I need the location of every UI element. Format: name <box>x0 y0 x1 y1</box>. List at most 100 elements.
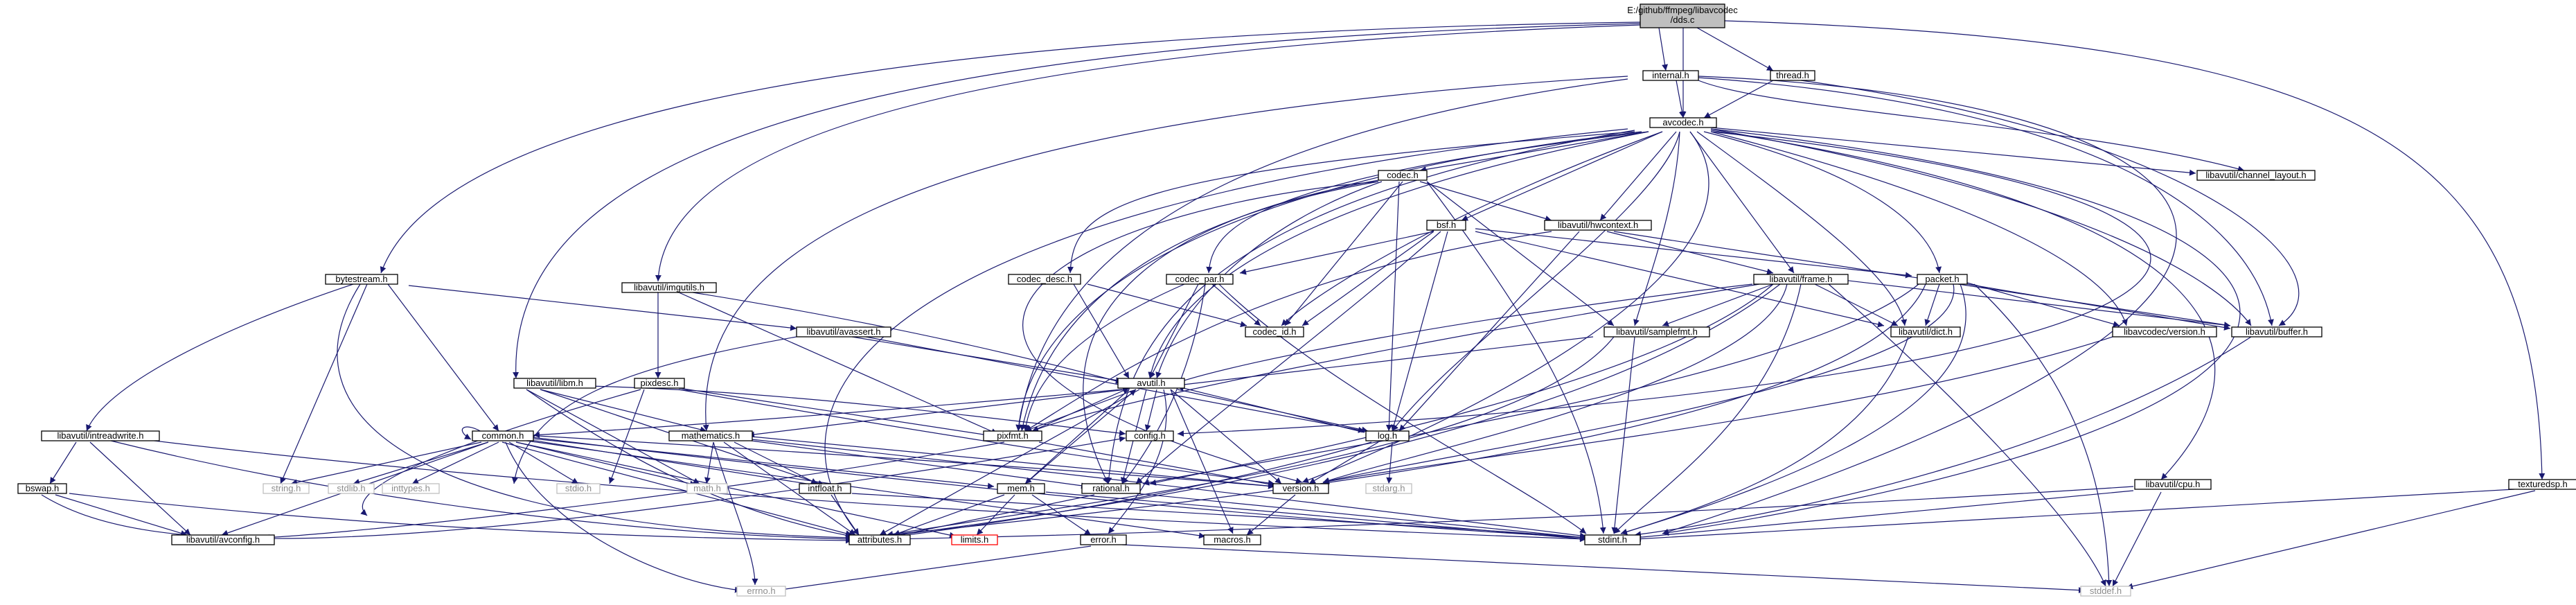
node-box <box>1426 220 1466 231</box>
node-label: limits.h <box>961 534 988 545</box>
node-label: stdarg.h <box>1373 483 1405 493</box>
node-intreadwrite-h[interactable]: libavutil/intreadwrite.h <box>41 430 160 441</box>
node-libm-h[interactable]: libavutil/libm.h <box>513 378 596 389</box>
node-string-h[interactable]: string.h <box>263 483 310 494</box>
node-avutil-h[interactable]: avutil.h <box>1117 378 1185 389</box>
node-stddef-h[interactable]: stddef.h <box>2080 586 2131 597</box>
edge-intreadwrite-avconfig <box>89 441 191 536</box>
edge-rational-stdint <box>1135 493 1587 541</box>
node-box <box>799 483 851 494</box>
node-cpu-h[interactable]: libavutil/cpu.h <box>2134 479 2212 490</box>
node-packet-h[interactable]: packet.h <box>1917 274 1968 285</box>
edge-pixfmt-avconfig <box>263 441 1005 541</box>
node-avconfig-h[interactable]: libavutil/avconfig.h <box>171 534 275 545</box>
node-pixfmt-h[interactable]: pixfmt.h <box>983 430 1042 441</box>
node-box <box>983 430 1042 441</box>
edge-codec-rational <box>1083 179 1379 484</box>
node-samplefmt-h[interactable]: libavutil/samplefmt.h <box>1604 326 1710 337</box>
node-pixdesc-h[interactable]: pixdesc.h <box>634 378 685 389</box>
edge-log-version <box>1308 441 1379 484</box>
edge-mem-attributes <box>893 494 1005 536</box>
node-macros-h[interactable]: macros.h <box>1203 534 1261 545</box>
node-label: pixfmt.h <box>997 430 1029 441</box>
node-errno-h[interactable]: errno.h <box>736 586 786 597</box>
node-mathematics-h[interactable]: mathematics.h <box>668 430 753 441</box>
node-internal-h[interactable]: internal.h <box>1642 70 1699 81</box>
node-box <box>1272 483 1329 494</box>
node-stdint-h[interactable]: stdint.h <box>1584 534 1641 545</box>
node-bsf-h[interactable]: bsf.h <box>1426 220 1466 231</box>
edge-texturedsp-stdint <box>1634 489 2515 542</box>
node-bytestream-h[interactable]: bytestream.h <box>325 274 398 285</box>
edge-common-stdlib <box>353 441 489 485</box>
edge-bytestream-attributes <box>337 283 853 541</box>
node-stdio-h[interactable]: stdio.h <box>556 483 601 494</box>
node-math-h[interactable]: math.h <box>686 483 728 494</box>
node-codec-desc-h[interactable]: codec_desc.h <box>1008 274 1081 285</box>
node-root[interactable]: E:/github/ffmpeg/libavcodec/dds.c <box>1627 3 1738 28</box>
node-box <box>1126 430 1174 441</box>
node-codec-id-h[interactable]: codec_id.h <box>1245 326 1304 337</box>
node-box <box>2508 479 2576 490</box>
node-box <box>263 483 310 494</box>
node-stdarg-h[interactable]: stdarg.h <box>1365 483 1412 494</box>
node-thread-h[interactable]: thread.h <box>1770 70 1815 81</box>
node-log-h[interactable]: log.h <box>1365 430 1410 441</box>
node-avcodec-h[interactable]: avcodec.h <box>1649 117 1717 128</box>
node-channel-layout-h[interactable]: libavutil/channel_layout.h <box>2196 170 2316 181</box>
node-version-h[interactable]: version.h <box>1272 483 1329 494</box>
node-label: avutil.h <box>1137 378 1165 388</box>
node-codec-h[interactable]: codec.h <box>1378 170 1428 181</box>
node-label: attributes.h <box>858 534 902 545</box>
edge-avutil-macros <box>1170 389 1234 534</box>
node-mem-h[interactable]: mem.h <box>997 483 1045 494</box>
edge-mem-stdint <box>1045 491 1587 542</box>
node-box <box>849 534 911 545</box>
node-label: macros.h <box>1214 534 1250 545</box>
node-inttypes-h[interactable]: inttypes.h <box>382 483 440 494</box>
node-codec-par-h[interactable]: codec_par.h <box>1166 274 1234 285</box>
edge-libm-attributes <box>526 389 853 538</box>
edge-avcodec-packet <box>1703 131 1942 274</box>
node-buffer-h[interactable]: libavutil/buffer.h <box>2231 326 2322 337</box>
edge-packet-rational <box>1142 283 1919 486</box>
node-bswap-h[interactable]: bswap.h <box>17 483 67 494</box>
node-limits-h[interactable]: limits.h <box>951 534 998 545</box>
node-intfloat-h[interactable]: intfloat.h <box>799 483 851 494</box>
node-box <box>556 483 601 494</box>
node-label: bswap.h <box>26 483 59 493</box>
node-box <box>686 483 728 494</box>
node-config-h[interactable]: config.h <box>1126 430 1174 441</box>
include-edges <box>41 20 2546 594</box>
node-stdlib-h[interactable]: stdlib.h <box>328 483 375 494</box>
edge-root-texturedsp <box>1724 20 2546 480</box>
node-attributes-h[interactable]: attributes.h <box>849 534 911 545</box>
edge-codec-par-stdint <box>1218 283 1587 534</box>
node-common-h[interactable]: common.h <box>472 430 534 441</box>
edge-avcodec-stdint <box>1662 128 2241 536</box>
node-imgutils-h[interactable]: libavutil/imgutils.h <box>621 282 717 293</box>
edge-frame-stdint <box>1613 283 1802 534</box>
edge-internal-pixfmt <box>1015 78 1628 432</box>
node-error-h[interactable]: error.h <box>1080 534 1127 545</box>
edge-avcodec-buffer <box>1710 128 2252 326</box>
node-version-codec-h[interactable]: libavcodec/version.h <box>2112 326 2217 337</box>
edge-avutil-pixfmt <box>1024 389 1137 432</box>
edge-avcodec-pixfmt <box>1015 131 1642 432</box>
edge-bytestream-common <box>387 283 499 432</box>
node-rational-h[interactable]: rational.h <box>1081 483 1141 494</box>
node-dict-h[interactable]: libavutil/dict.h <box>1890 326 1961 337</box>
node-avassert-h[interactable]: libavutil/avassert.h <box>796 326 891 337</box>
node-texturedsp-h[interactable]: texturedsp.h <box>2508 479 2576 490</box>
edge-codec-desc-avutil <box>1073 283 1130 379</box>
edge-codec-hwcontext <box>1419 181 1552 222</box>
edge-avcodec-config <box>1177 131 2151 437</box>
edge-intfloat-stdint <box>851 493 1587 541</box>
edge-codec-par-codec-id <box>1211 283 1261 326</box>
node-frame-h[interactable]: libavutil/frame.h <box>1753 274 1849 285</box>
node-hwcontext-h[interactable]: libavutil/hwcontext.h <box>1544 220 1652 231</box>
node-box <box>1917 274 1968 285</box>
node-label: internal.h <box>1652 70 1689 80</box>
edge-packet-attributes <box>886 283 1926 538</box>
edge-common-stdio <box>508 441 579 484</box>
